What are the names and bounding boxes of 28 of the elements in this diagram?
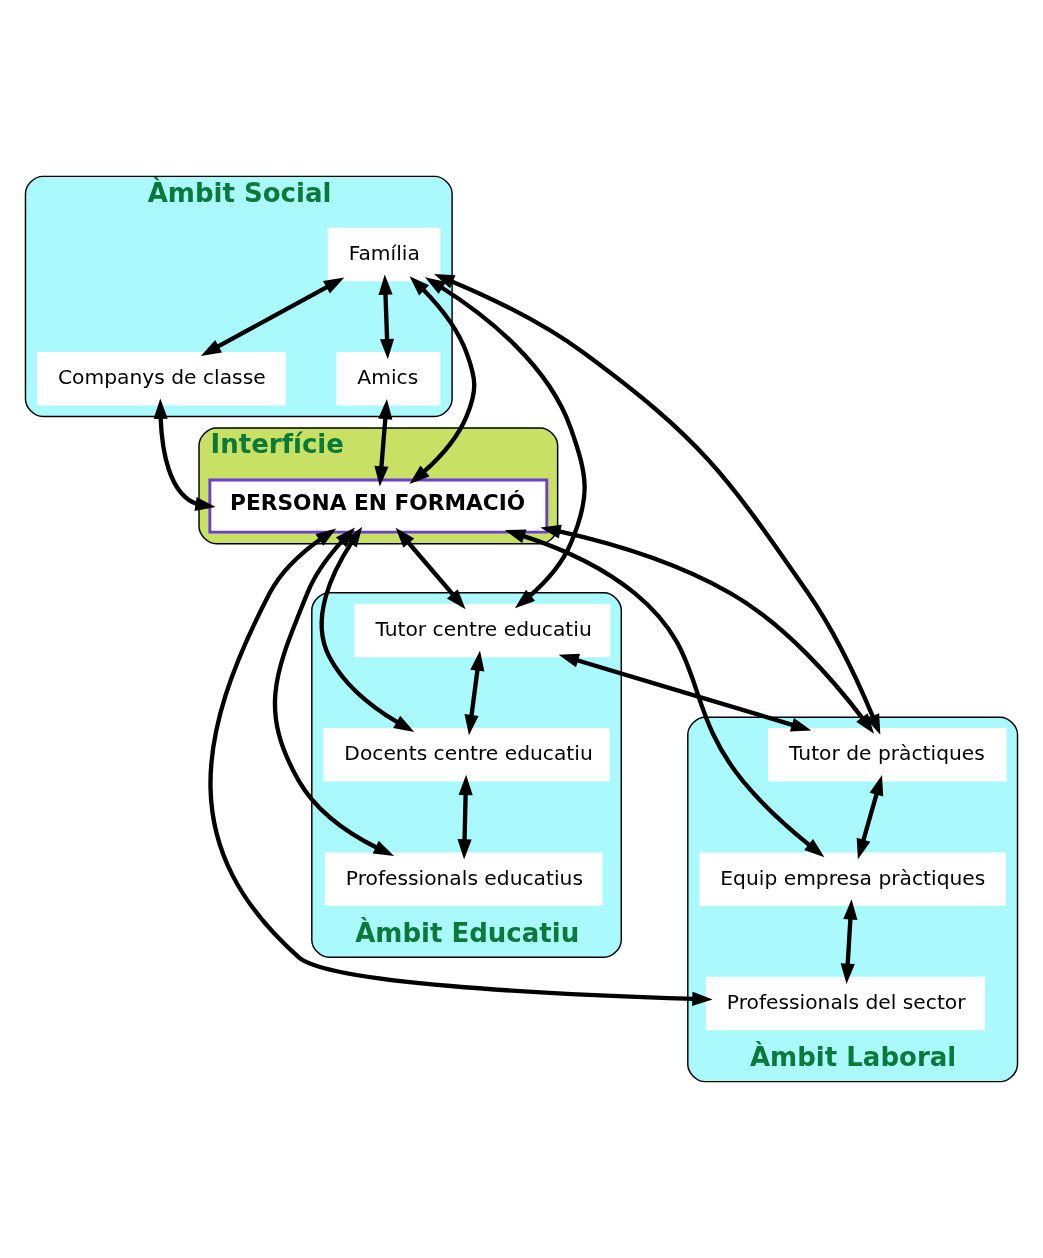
arrow [434, 274, 881, 735]
node-box: PERSONA EN FORMACIÓ [208, 478, 549, 534]
node-box: Professionals del sector [705, 976, 985, 1031]
node-box: Docents centre educatiu [323, 728, 610, 782]
arrow [395, 527, 466, 610]
arrow [319, 526, 415, 732]
arrow [272, 527, 395, 856]
node-box: Tutor centre educatiu [354, 603, 611, 658]
node-box: Professionals educatius [324, 852, 603, 906]
node-box: Companys de classe [37, 352, 286, 406]
arrow [378, 274, 395, 360]
arrow [840, 899, 858, 984]
arrow [856, 775, 884, 860]
arrow [504, 529, 825, 858]
node-box: Família [327, 227, 441, 282]
arrow [540, 524, 875, 734]
arrow [374, 398, 393, 487]
arrow [425, 277, 587, 609]
node-box: Tutor de pràctiques [768, 728, 1007, 782]
arrow [208, 528, 713, 1006]
arrow [558, 653, 812, 732]
arrow [153, 398, 216, 511]
node-box: Amics [336, 352, 441, 406]
arrow [464, 650, 485, 736]
node-box: Equip empresa pràctiques [699, 852, 1006, 906]
arrow [409, 276, 477, 484]
arrow [200, 277, 345, 356]
arrow [457, 774, 473, 860]
